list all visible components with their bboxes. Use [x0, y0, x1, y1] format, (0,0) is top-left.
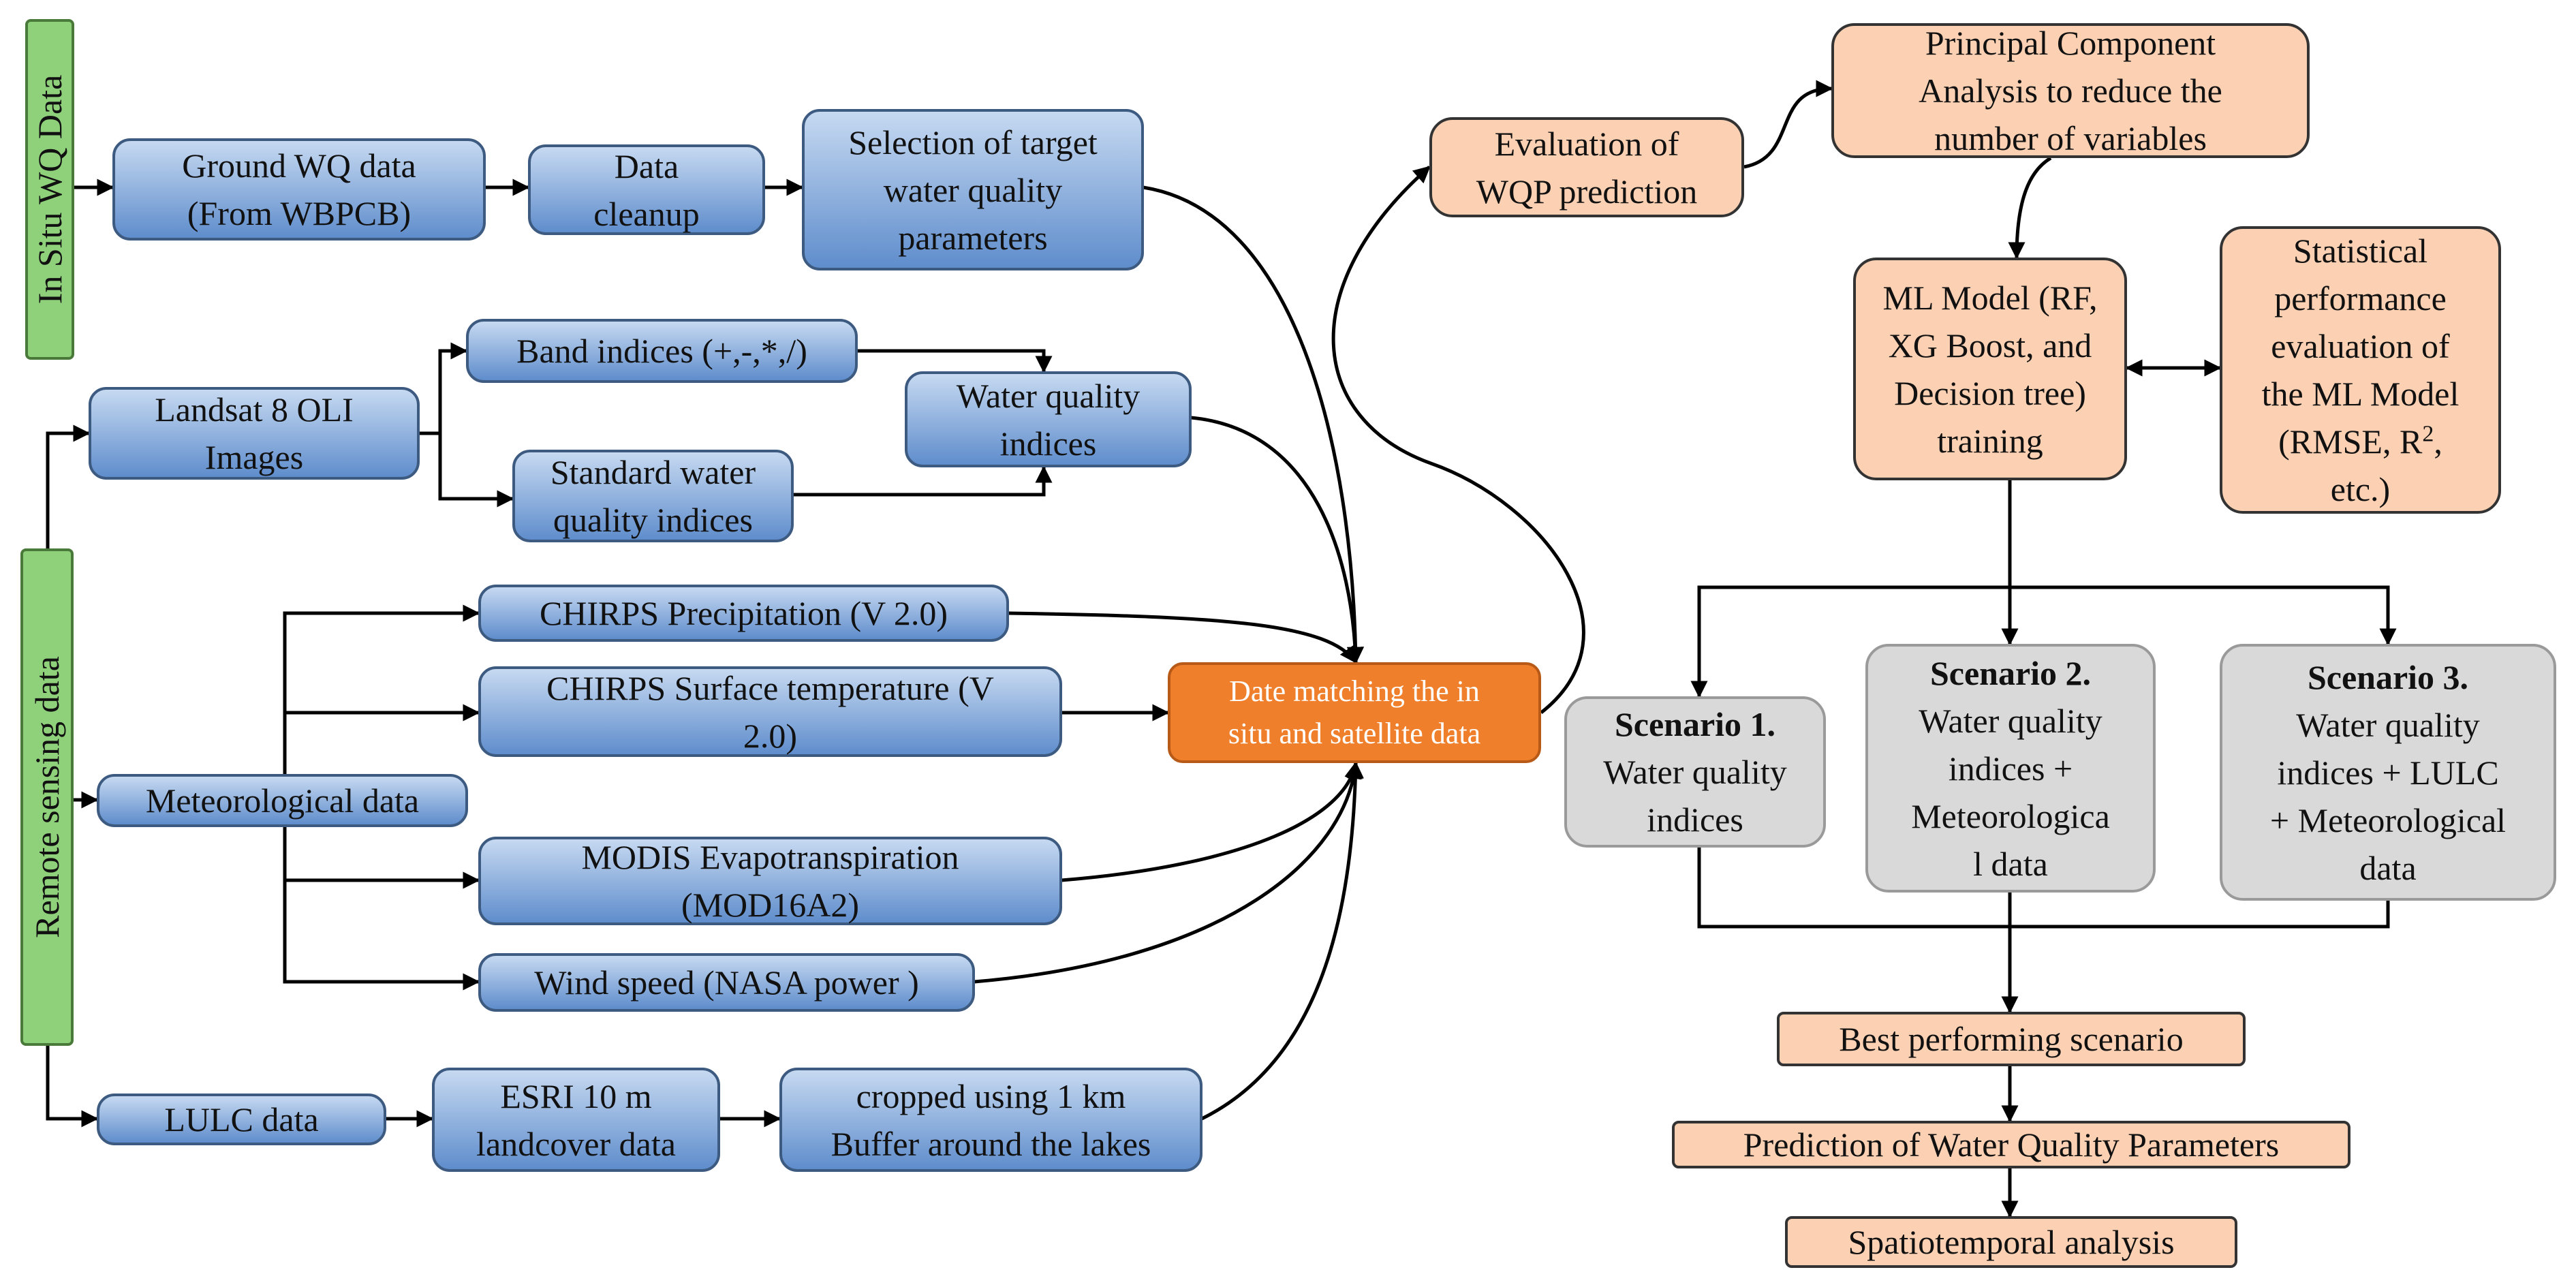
- meteorological-data-box: Meteorological data: [97, 774, 468, 827]
- spatiotemporal-analysis-box: Spatiotemporal analysis: [1785, 1216, 2237, 1268]
- arrow-landsat-to-band: [418, 342, 468, 435]
- esri-landcover-box: ESRI 10 m landcover data: [432, 1068, 720, 1172]
- pca-box: Principal Component Analysis to reduce t…: [1831, 23, 2310, 158]
- arrow-selection-to-date: [1143, 185, 1365, 664]
- arrow-ml-to-scenario3: [2010, 585, 2397, 646]
- arrow-band-to-wq: [857, 349, 1053, 373]
- arrow-standard-to-wq: [793, 465, 1053, 497]
- arrow-met-to-precip: [283, 604, 480, 774]
- arrow-cropped-to-date: [1200, 761, 1365, 1121]
- arrow-wind-to-date: [974, 761, 1363, 984]
- remote-sensing-data-label: Remote sensing data: [20, 548, 74, 1046]
- arrow-ml-to-scenario1: [1690, 585, 2010, 698]
- arrow-landsat-to-standard: [438, 433, 514, 508]
- line-scenario1-merge: [1697, 848, 2390, 929]
- ml-model-training-box: ML Model (RF, XG Boost, and Decision tre…: [1853, 258, 2127, 480]
- date-matching-box: Date matching the in situ and satellite …: [1168, 662, 1541, 763]
- arrow-met-to-modis: [283, 826, 480, 889]
- water-quality-indices-box: Water quality indices: [905, 371, 1192, 467]
- band-indices-box: Band indices (+,-,*,/): [466, 319, 858, 383]
- lulc-data-box: LULC data: [97, 1094, 386, 1145]
- prediction-wqp-box: Prediction of Water Quality Parameters: [1672, 1121, 2350, 1168]
- arrow-met-to-wind: [283, 880, 480, 991]
- chirps-surface-temperature-box: CHIRPS Surface temperature (V 2.0): [478, 666, 1062, 757]
- data-cleanup-box: Data cleanup: [528, 144, 765, 235]
- standard-wq-indices-box: Standard water quality indices: [512, 450, 794, 542]
- wind-speed-box: Wind speed (NASA power ): [478, 953, 975, 1012]
- arrow-remote-to-lulc: [46, 1044, 99, 1128]
- cropped-buffer-box: cropped using 1 km Buffer around the lak…: [779, 1068, 1202, 1172]
- arrow-pca-to-ml: [2008, 156, 2052, 260]
- arrow-wq-to-date: [1190, 416, 1364, 664]
- scenario-1-box: Scenario 1. Water quality indices: [1564, 696, 1826, 848]
- in-situ-wq-data-label: In Situ WQ Data: [25, 19, 74, 360]
- arrow-precip-to-date: [1008, 611, 1358, 664]
- selection-target-parameters-box: Selection of target water quality parame…: [802, 109, 1144, 270]
- statistical-evaluation-box: Statistical performance evaluation of th…: [2220, 226, 2501, 514]
- landsat-8-oli-box: Landsat 8 OLI Images: [89, 387, 420, 480]
- scenario-3-box: Scenario 3. Water quality indices + LULC…: [2220, 644, 2556, 901]
- modis-evapotranspiration-box: MODIS Evapotranspiration (MOD16A2): [478, 837, 1062, 925]
- arrow-modis-to-date: [1061, 761, 1362, 882]
- scenario-2-box: Scenario 2. Water quality indices + Mete…: [1865, 644, 2156, 893]
- chirps-precipitation-box: CHIRPS Precipitation (V 2.0): [478, 585, 1009, 642]
- arrow-remote-to-landsat: [46, 424, 91, 548]
- evaluation-wqp-box: Evaluation of WQP prediction: [1429, 117, 1744, 217]
- best-performing-scenario-box: Best performing scenario: [1777, 1012, 2246, 1066]
- statistical-metrics-line: (RMSE, R2,: [2278, 421, 2442, 461]
- arrow-evaluation-to-pca: [1743, 80, 1833, 169]
- arrow-date-to-evaluation: [1331, 166, 1585, 714]
- ground-wq-data-box: Ground WQ data (From WBPCB): [112, 138, 486, 241]
